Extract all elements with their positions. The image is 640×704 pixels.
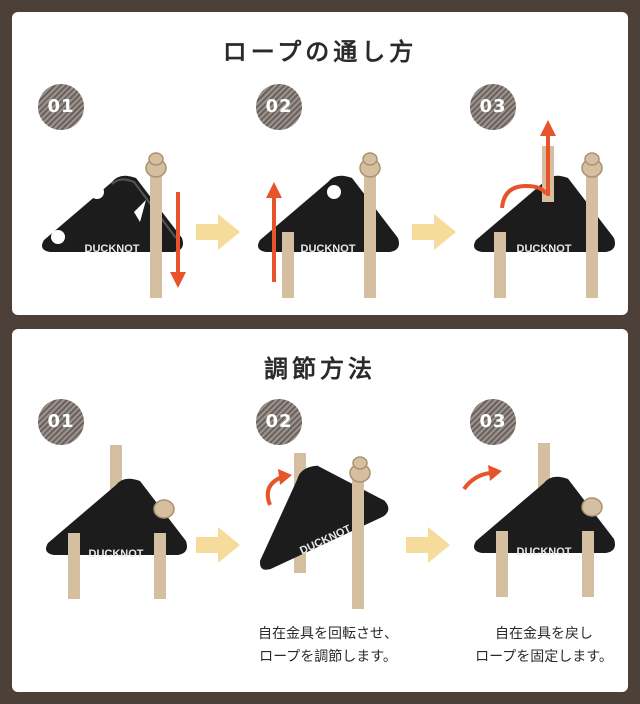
threading-step-1-illustration: DUCKNOT (36, 152, 196, 312)
brand-logo: DUCKNOT (301, 243, 356, 255)
step-3-caption: 自在金具を戻し ロープを固定します。 (475, 626, 613, 665)
adjusting-panel: 調節方法 01 02 03 DUCKNOT DUCKNOT (12, 329, 628, 692)
step-badge: 02 (256, 84, 302, 130)
plate-hole (90, 185, 104, 199)
rope (364, 172, 376, 298)
threading-title: ロープの通し方 (222, 38, 418, 66)
rotate-arrow-icon (488, 465, 502, 481)
plate-hole (51, 230, 65, 244)
tensioner-plate (474, 476, 615, 553)
rotate-arrow-icon (278, 469, 292, 485)
step-badge: 03 (470, 84, 516, 130)
rope (150, 168, 162, 298)
step-badge: 03 (470, 399, 516, 445)
rope (496, 531, 508, 597)
rope (282, 232, 294, 298)
next-arrow-icon (406, 527, 450, 563)
rope (352, 473, 364, 609)
brand-logo: DUCKNOT (517, 546, 572, 558)
down-arrow-icon (170, 272, 186, 288)
rope-knot (581, 497, 603, 517)
threading-panel: ロープの通し方 01 02 03 DUCKNOT DUCKNOT (12, 12, 628, 315)
step-2-caption: 自在金具を回転させ、 ロープを調節します。 (258, 626, 398, 665)
adjusting-step-2-illustration: DUCKNOT (242, 443, 402, 613)
next-arrow-icon (196, 527, 240, 563)
adjusting-step-3-illustration: DUCKNOT (462, 443, 628, 603)
adjusting-step-1-illustration: DUCKNOT (40, 445, 200, 605)
threading-step-3-illustration: DUCKNOT (468, 112, 628, 312)
tensioner-plate (258, 175, 399, 252)
up-arrow-icon (266, 182, 282, 198)
brand-logo: DUCKNOT (89, 548, 144, 560)
next-arrow-icon (196, 214, 240, 250)
step-badge: 01 (38, 84, 84, 130)
rope-knot (153, 499, 175, 519)
adjusting-title: 調節方法 (264, 355, 376, 383)
rope (68, 533, 80, 599)
tensioner-plate (42, 175, 183, 252)
step-badge: 01 (38, 399, 84, 445)
up-arrow-icon (540, 120, 556, 136)
rope (582, 531, 594, 597)
step-badge: 02 (256, 399, 302, 445)
rope (494, 232, 506, 298)
brand-logo: DUCKNOT (85, 243, 140, 255)
rope (586, 172, 598, 298)
next-arrow-icon (412, 214, 456, 250)
tensioner-plate (46, 478, 187, 555)
tensioner-plate (474, 175, 615, 252)
brand-logo: DUCKNOT (517, 243, 572, 255)
plate-hole (327, 185, 341, 199)
threading-step-2-illustration: DUCKNOT (252, 152, 412, 312)
rope (154, 533, 166, 599)
